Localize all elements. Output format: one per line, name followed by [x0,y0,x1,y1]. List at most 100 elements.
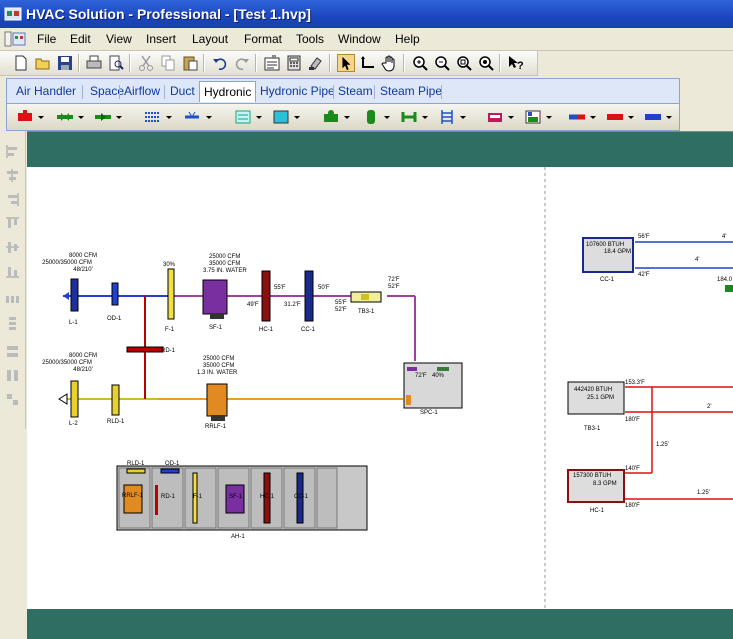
tab-steam[interactable]: Steam [338,84,373,98]
temp-tb-in1: 55'F [335,300,347,306]
connector-icon[interactable] [359,54,377,72]
undo-icon[interactable] [211,54,229,72]
strainer-icon[interactable] [183,108,213,126]
separator [333,85,334,99]
tab-duct[interactable]: Duct [170,84,195,98]
pump-icon[interactable] [15,108,45,126]
calculator-icon[interactable] [285,54,303,72]
louver-l1[interactable] [70,278,79,312]
return-fan-rrlf1[interactable] [206,383,228,417]
label-f1-pct: 30% [163,262,176,268]
tab-hydronic-pipe[interactable]: Hydronic Pipe [260,84,335,98]
separator [164,85,165,99]
damper-od1[interactable] [111,282,119,306]
zoom-in-icon[interactable] [411,54,429,72]
relief-damper-rd1[interactable] [126,346,164,353]
chilled-water-pipe-icon[interactable] [643,108,673,126]
zoom-out-icon[interactable] [433,54,451,72]
menu-tools[interactable]: Tools [296,32,325,46]
align-center-icon[interactable] [4,167,21,184]
tab-hydronic[interactable]: Hydronic [199,81,257,102]
pointer-icon[interactable] [337,54,355,72]
supply-pipe-icon[interactable] [567,108,597,126]
redo-icon[interactable] [233,54,251,72]
copy-icon[interactable] [159,54,177,72]
filter-f1[interactable] [167,268,175,320]
menu-help[interactable]: Help [395,32,420,46]
supply-fan-sf1[interactable] [202,279,228,315]
cooling-tower-icon[interactable] [523,108,553,126]
format-painter-icon[interactable] [307,54,325,72]
menu-layout[interactable]: Layout [192,32,229,46]
valve-icon[interactable] [55,108,85,126]
new-icon[interactable] [12,54,30,72]
document-icon[interactable] [3,30,29,48]
tab-airflow[interactable]: Airflow [124,84,161,98]
tab-space[interactable]: Space [90,84,125,98]
menu-file[interactable]: File [37,32,57,46]
damper-rld1[interactable] [111,384,120,416]
chiller-icon[interactable] [485,108,515,126]
save-icon[interactable] [56,54,74,72]
tab-air-handler[interactable]: Air Handler [16,84,77,98]
menu-view[interactable]: View [106,32,132,46]
cooling-coil-cc1[interactable] [304,270,314,322]
same-size-icon[interactable] [4,391,21,408]
return-cfm: 8000 CFM [69,353,97,359]
align-right-icon[interactable] [4,191,21,208]
heat-exchanger-icon[interactable] [233,108,263,126]
expansion-tank-icon[interactable] [361,108,391,126]
separator [255,54,257,72]
heating-coil-hc1-right[interactable] [567,469,625,503]
same-height-icon[interactable] [4,367,21,384]
menu-insert[interactable]: Insert [146,32,177,46]
louver-l2[interactable] [70,380,79,418]
label-hc1-right: HC-1 [590,508,605,514]
ahu-filter [192,472,198,524]
air-separator-icon[interactable] [399,108,429,126]
zoom-window-icon[interactable] [455,54,473,72]
chiller-cc1[interactable] [582,237,634,273]
ahu-cc [296,472,304,524]
thermostat [437,367,449,371]
tank-icon[interactable] [271,108,301,126]
distribute-horizontal-icon[interactable] [4,291,21,308]
supply-cfm: 8000 CFM [69,253,97,259]
menu-window[interactable]: Window [338,32,381,46]
tb-top-temp: 153.3'F [625,380,645,386]
tab-steam-pipe[interactable]: Steam Pipe [380,84,443,98]
manifold-icon[interactable] [437,108,467,126]
print-preview-icon[interactable] [107,54,125,72]
separator [119,85,120,99]
align-bottom-icon[interactable] [4,263,21,280]
supply-temps: 48/210' [73,267,93,273]
cut-icon[interactable] [137,54,155,72]
distribute-vertical-icon[interactable] [4,315,21,332]
zoom-fit-icon[interactable] [477,54,495,72]
align-top-icon[interactable] [4,215,21,232]
tb-gpm: 25.1 GPM [587,395,614,401]
drawing-canvas[interactable]: L-1 8000 CFM 25000/35000 CFM 48/210' OD-… [27,167,733,609]
document-window: L-1 8000 CFM 25000/35000 CFM 48/210' OD-… [27,131,733,639]
boiler-icon[interactable] [321,108,351,126]
open-icon[interactable] [34,54,52,72]
hot-water-pipe-icon[interactable] [605,108,635,126]
print-icon[interactable] [85,54,103,72]
pan-hand-icon[interactable] [381,54,399,72]
align-middle-icon[interactable] [4,239,21,256]
separator [441,85,442,99]
heating-coil-hc1[interactable] [261,270,271,322]
coil-icon[interactable] [143,108,173,126]
menu-format[interactable]: Format [244,32,283,46]
check-valve-icon[interactable] [93,108,123,126]
properties-icon[interactable] [263,54,281,72]
same-width-icon[interactable] [4,343,21,360]
align-left-icon[interactable] [4,143,21,160]
label-ah1: AH-1 [231,534,245,540]
context-help-icon[interactable]: ? [507,54,525,72]
menu-edit[interactable]: Edit [70,32,91,46]
boiler-tb31[interactable] [567,381,625,415]
pump-icon[interactable] [725,285,733,292]
paste-icon[interactable] [181,54,199,72]
ahu-rrlf [123,484,143,514]
